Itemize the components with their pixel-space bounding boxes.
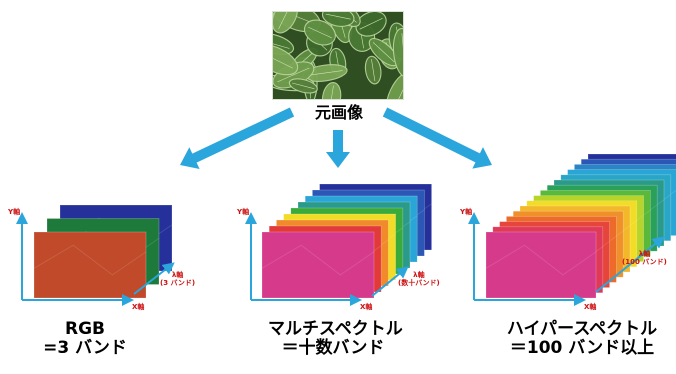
hosta-leaves-image: [273, 12, 404, 100]
arrow-to-rgb: [180, 107, 294, 169]
rgb-lambda-bands: (3 バンド): [160, 279, 195, 287]
band-layer: [262, 232, 374, 298]
rgb-lambda-axis-label: λ軸 (3 バンド): [160, 271, 195, 287]
hyperspectral-subtitle: ＝100 バンド以上: [492, 339, 672, 358]
rgb-lambda-name: λ軸: [160, 271, 195, 279]
band-layer: [486, 232, 596, 298]
original-photo: [272, 11, 404, 100]
rgb-x-axis-label: X軸: [132, 303, 144, 311]
multispectral-title: マルチスペクトル: [268, 320, 398, 339]
rgb-y-axis-label: Y軸: [8, 208, 20, 216]
hyperspectral-band-stack: [486, 154, 676, 298]
hyperspectral-x-axis-label: X軸: [584, 303, 596, 311]
multispectral-lambda-name: λ軸: [398, 271, 440, 279]
multispectral-x-axis-label: X軸: [360, 303, 372, 311]
hyperspectral-lambda-name: λ軸: [622, 250, 667, 258]
rgb-band-stack: [34, 205, 172, 298]
multispectral-lambda-axis-label: λ軸 (数十バンド): [398, 271, 440, 287]
rgb-title: RGB: [40, 320, 130, 339]
hyperspectral-lambda-axis-label: λ軸 (100 バンド): [622, 250, 667, 266]
hyperspectral-y-axis-label: Y軸: [460, 208, 472, 216]
hyperspectral-lambda-bands: (100 バンド): [622, 258, 667, 266]
arrow-to-hyperspectral: [383, 108, 492, 169]
rgb-subtitle: =3 バンド: [40, 339, 130, 358]
hyperspectral-title: ハイパースペクトル: [492, 320, 672, 339]
band-layer: [34, 232, 146, 298]
multispectral-caption: マルチスペクトル ＝十数バンド: [268, 320, 398, 358]
hyperspectral-caption: ハイパースペクトル ＝100 バンド以上: [492, 320, 672, 358]
rgb-caption: RGB =3 バンド: [40, 320, 130, 358]
original-image-label: 元画像: [302, 103, 376, 122]
multispectral-y-axis-label: Y軸: [237, 208, 249, 216]
arrow-to-multispectral: [326, 130, 350, 168]
multispectral-subtitle: ＝十数バンド: [268, 339, 398, 358]
multispectral-lambda-bands: (数十バンド): [398, 279, 440, 287]
band-stacks: [34, 154, 676, 298]
